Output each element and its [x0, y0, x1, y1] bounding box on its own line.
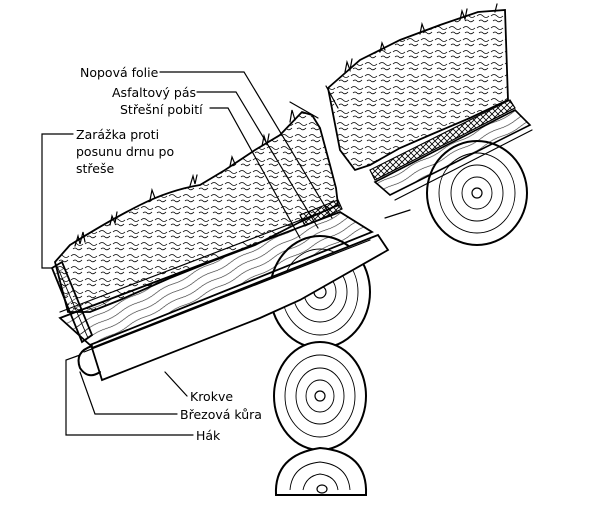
- label-hak: Hák: [196, 428, 221, 443]
- label-zarazka-line3: střeše: [76, 161, 114, 176]
- roof-boarding-right: [373, 109, 532, 196]
- labels: Nopová folie Asfaltový pás Střešní pobit…: [76, 65, 262, 443]
- label-zarazka-line1: Zarážka proti: [76, 127, 159, 142]
- log-middle: [273, 341, 367, 451]
- wall-logs: [269, 140, 528, 496]
- hook: [77, 345, 101, 377]
- label-brezova-kura: Březová kůra: [180, 407, 262, 422]
- label-stresni-pobiti: Střešní pobití: [120, 102, 203, 117]
- label-krokve: Krokve: [190, 389, 233, 404]
- turf-right: [327, 9, 509, 172]
- log-right: [426, 140, 528, 246]
- label-zarazka-line2: posunu drnu po: [76, 144, 174, 159]
- turf-stop-board: [50, 260, 94, 344]
- leader-lines: [41, 71, 333, 436]
- rafter-left: [90, 233, 390, 382]
- roof-right: [327, 3, 533, 201]
- roof-left: [50, 109, 390, 382]
- log-bottom: [274, 446, 368, 496]
- label-nopova-folie: Nopová folie: [80, 65, 159, 80]
- turf-left: [54, 110, 339, 313]
- label-asfaltovy-pas: Asfaltový pás: [112, 85, 196, 100]
- asphalt-strip-left: [299, 199, 343, 227]
- asphalt-strip-right: [369, 99, 516, 181]
